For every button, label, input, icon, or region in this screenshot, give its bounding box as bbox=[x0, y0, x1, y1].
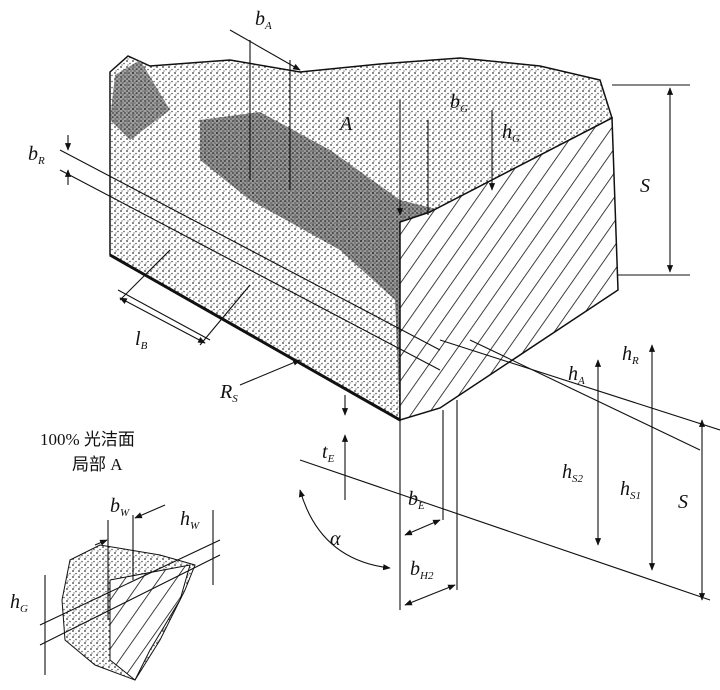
label-hA: hA bbox=[568, 363, 585, 387]
label-bR: bR bbox=[28, 143, 45, 167]
label-A: A bbox=[338, 113, 353, 135]
label-lB: lB bbox=[135, 328, 148, 352]
label-hS1: hS1 bbox=[620, 478, 641, 502]
label-bH2: bH2 bbox=[410, 558, 434, 582]
workpiece-block bbox=[109, 55, 619, 422]
label-alpha: α bbox=[330, 528, 341, 550]
label-bG: bG bbox=[450, 91, 468, 115]
rollover-zone bbox=[110, 60, 170, 140]
label-hW: hW bbox=[180, 508, 200, 532]
burnish-zone bbox=[200, 112, 440, 420]
label-S-bottom: S bbox=[678, 491, 688, 513]
label-hG-detail: hG bbox=[10, 591, 28, 615]
caption-line1: 100% 光洁面 bbox=[40, 430, 135, 449]
label-S-top: S bbox=[640, 175, 650, 197]
label-hG: hG bbox=[502, 121, 520, 145]
label-bA: bA bbox=[255, 8, 272, 32]
dimension-lines bbox=[59, 29, 720, 610]
label-hS2: hS2 bbox=[562, 461, 584, 485]
label-hR: hR bbox=[622, 343, 639, 367]
label-bE: bE bbox=[408, 488, 425, 512]
detail-a: 100% 光洁面 局部 A bW hW hG bbox=[10, 430, 221, 681]
label-bW: bW bbox=[110, 495, 130, 519]
label-RS: RS bbox=[219, 381, 238, 405]
caption-line2: 局部 A bbox=[72, 455, 123, 474]
label-tE: tE bbox=[322, 441, 335, 465]
